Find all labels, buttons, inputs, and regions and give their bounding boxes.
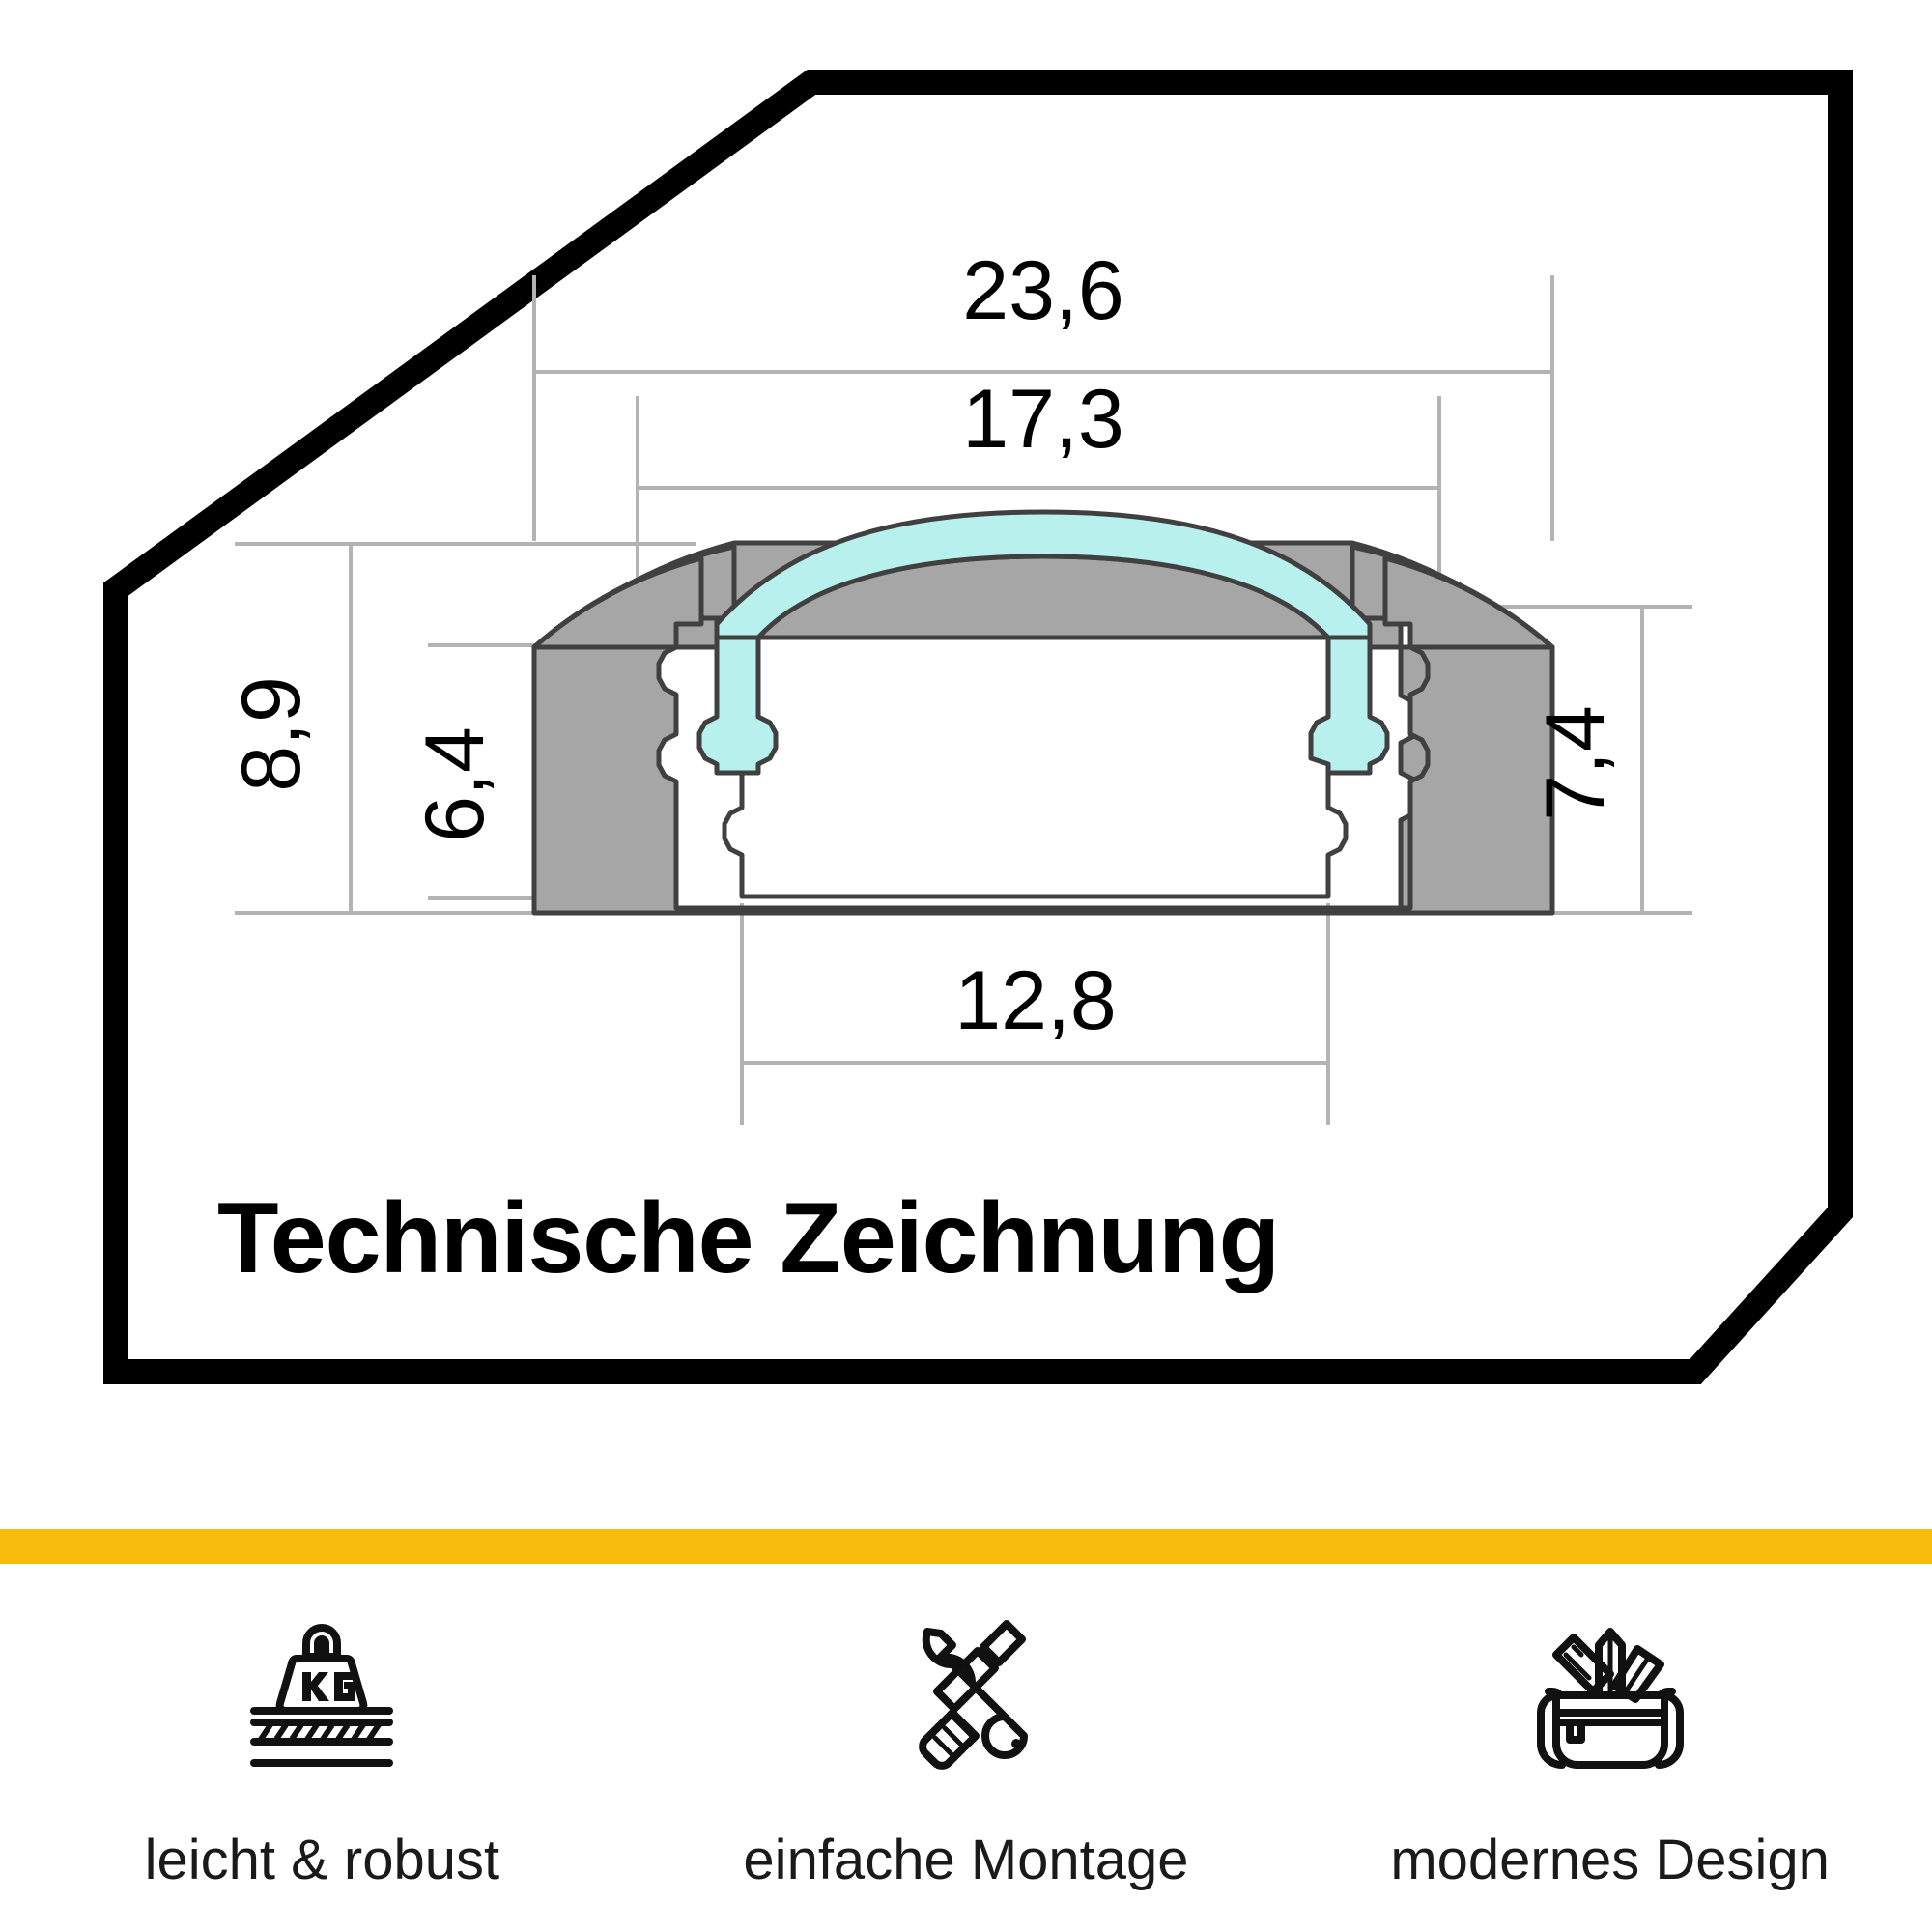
taper-left-overlay bbox=[531, 555, 704, 650]
pencil-case-icon bbox=[1514, 1584, 1707, 1806]
technical-drawing-svg: 23,6 17,3 12,8 8,9 6,4 7,4 bbox=[0, 0, 1932, 1526]
dim-text-channel-width: 12,8 bbox=[954, 954, 1116, 1047]
dimension-texts: 23,6 17,3 12,8 8,9 6,4 7,4 bbox=[225, 244, 1622, 1047]
tools-icon bbox=[869, 1584, 1063, 1806]
feature-item-modernes-design: modernes Design bbox=[1311, 1584, 1910, 1892]
feature-item-leicht-robust: leicht & robust bbox=[22, 1584, 621, 1892]
panel-frame bbox=[116, 82, 1840, 1372]
feature-label: einfache Montage bbox=[743, 1829, 1189, 1891]
dim-text-channel-depth: 6,4 bbox=[409, 726, 501, 842]
dim-text-overall-width: 23,6 bbox=[962, 244, 1123, 337]
technical-drawing-panel: 23,6 17,3 12,8 8,9 6,4 7,4 Technische Ze… bbox=[0, 0, 1932, 1526]
feature-item-einfache-montage: einfache Montage bbox=[667, 1584, 1265, 1892]
diffuser-leg-left bbox=[696, 635, 779, 776]
diffuser-leg-right bbox=[1308, 635, 1390, 776]
accent-divider bbox=[0, 1529, 1932, 1564]
dim-text-recess-width: 17,3 bbox=[962, 373, 1123, 466]
diffuser-cover bbox=[696, 509, 1390, 776]
profile-channel-cavity bbox=[722, 635, 1349, 899]
dim-text-body-height: 7,4 bbox=[1529, 705, 1622, 821]
profile-tapers-overlay bbox=[531, 555, 1555, 650]
weight-kg-icon bbox=[225, 1584, 418, 1806]
feature-label: modernes Design bbox=[1390, 1829, 1830, 1891]
feature-strip: leicht & robust bbox=[0, 1584, 1932, 1932]
taper-right-overlay bbox=[1382, 555, 1555, 650]
page-title: Technische Zeichnung bbox=[217, 1182, 1280, 1294]
feature-label: leicht & robust bbox=[144, 1829, 500, 1891]
dim-text-overall-height: 8,9 bbox=[225, 676, 318, 792]
